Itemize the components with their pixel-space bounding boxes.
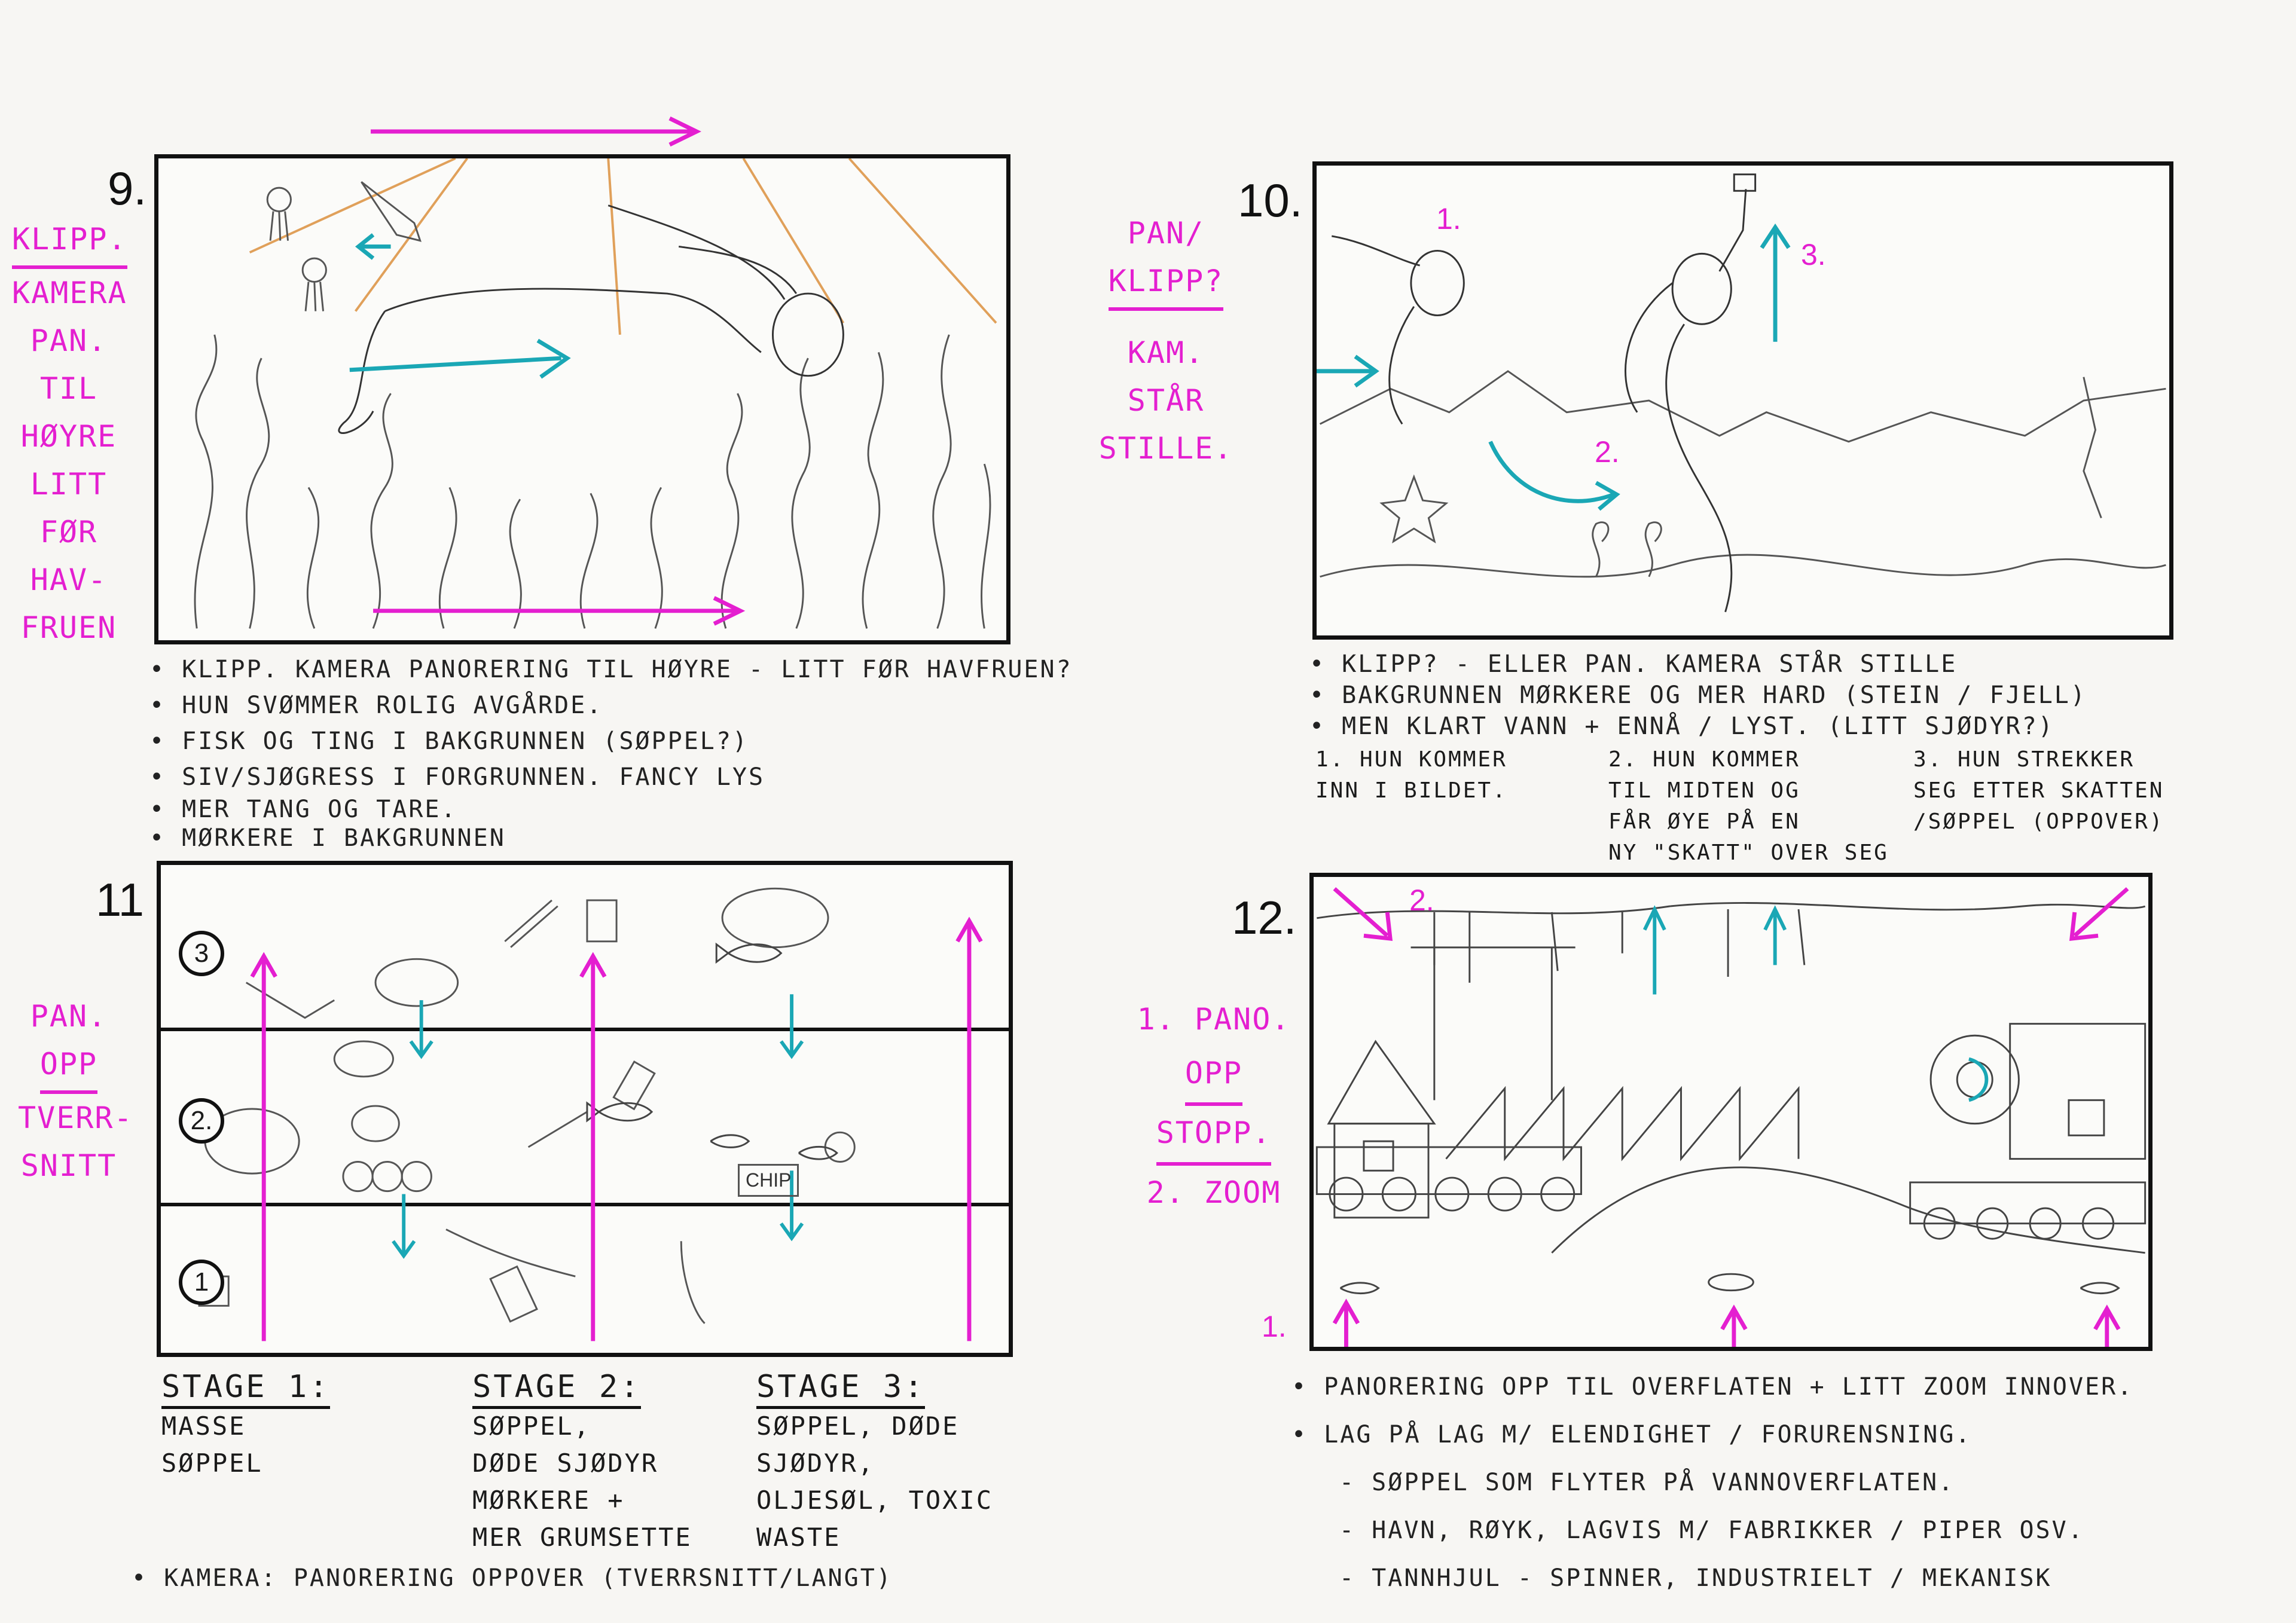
side-note-line: PAN. [30,323,108,358]
stage-divider [161,1028,1009,1031]
note-line: • BAKGRUNNEN MØRKERE OG MER HARD (STEIN … [1309,681,2087,709]
panel-12-notes: • PANORERING OPP TIL OVERFLATEN + LITT Z… [1292,1363,2133,1602]
side-note-line: FRUEN [20,610,117,645]
side-note-line: PAN. [30,999,108,1034]
panel-12-callout-1: 1. [1262,1310,1287,1343]
side-note-line: SNITT [20,1148,117,1183]
panel-10-step-2: 2. HUN KOMMER TIL MIDTEN OG FÅR ØYE PÅ E… [1608,747,1889,865]
note-line: • KLIPP. KAMERA PANORERING TIL HØYRE - L… [149,656,1073,683]
stage-1-body: MASSE SØPPEL [161,1411,263,1478]
chip-bag-label: CHIP [738,1164,799,1197]
panel-9-number: 9. [108,162,147,215]
stage-3-body: SØPPEL, DØDE SJØDYR, OLJESØL, TOXIC WAST… [756,1411,994,1552]
stage-2-body: SØPPEL, DØDE SJØDYR MØRKERE + MER GRUMSE… [472,1411,692,1552]
side-note-klipp: KLIPP. [12,215,127,269]
cross-section-trash-sketch [198,887,983,1341]
note-line: - HAVN, RØYK, LAGVIS M/ FABRIKKER / PIPE… [1339,1517,2084,1544]
stage-3-badge: 3 [179,931,224,976]
side-note-line: OPP [1184,1046,1243,1106]
side-note-line: TVERR- [18,1101,133,1135]
side-note-line: TIL [39,371,98,406]
side-note-line: HAV- [30,563,108,597]
panel-11-side-notes: PAN. OPP TVERR- SNITT [18,992,133,1190]
mermaid-reaching-sketch [1317,173,2166,613]
side-note-line: HØYRE [20,419,117,454]
note-line: • KLIPP? - ELLER PAN. KAMERA STÅR STILLE [1309,650,1958,678]
note-line: - TANNHJUL - SPINNER, INDUSTRIELT / MEKA… [1339,1564,2052,1592]
side-note-line: 1. PANO. [1137,1002,1291,1037]
stage-1-badge: 1 [179,1260,224,1305]
panel-10-notes: • KLIPP? - ELLER PAN. KAMERA STÅR STILLE… [1309,649,2087,742]
note-line: • FISK OG TING I BAKGRUNNEN (SØPPEL?) [149,728,749,755]
mermaid-seaweed-sketch [194,158,997,629]
side-note-line: KAM. [1127,335,1205,370]
note-line: • MØRKERE I BAKGRUNNEN [149,824,506,852]
panel-12-frame: 2. [1309,873,2152,1351]
side-note-line: LITT [30,467,108,502]
stage-divider [161,1203,1009,1206]
panel-10-number: 10. [1238,174,1303,227]
note-line: • PANORERING OPP TIL OVERFLATEN + LITT Z… [1292,1373,2134,1401]
stage-3-title: STAGE 3: [756,1369,926,1409]
panel-10-step-1: 1. HUN KOMMER INN I BILDET. [1315,747,1507,803]
side-note-line: OPP [39,1040,98,1094]
note-line: - SØPPEL SOM FLYTER PÅ VANNOVERFLATEN. [1339,1469,1955,1496]
stage-2-title: STAGE 2: [472,1369,642,1409]
side-note-line: STÅR [1127,383,1205,418]
side-note-line: KLIPP? [1108,257,1224,311]
stage-1-title: STAGE 1: [161,1369,331,1409]
panel-10-callout-1: 1. [1436,202,1461,236]
harbor-factory-sketch [1315,887,2147,1347]
note-line: • LAG PÅ LAG M/ ELENDIGHET / FORURENSNIN… [1292,1421,1972,1448]
panel-11-frame: CHIP 3 2. 1 [157,861,1013,1357]
side-note-line: PAN/ [1127,216,1205,250]
panel-10-callout-2: 2. [1595,435,1620,469]
panel-10-step-3: 3. HUN STREKKER SEG ETTER SKATTEN /SØPPE… [1913,747,2164,834]
panel-10-frame: 1. 2. 3. [1312,161,2173,640]
panel-12-side-notes: 1. PANO. OPP STOPP. 2. ZOOM [1136,992,1292,1219]
panel-9-notes: • KLIPP. KAMERA PANORERING TIL HØYRE - L… [149,652,1073,852]
pan-arrow-top [371,116,701,147]
note-line: • SIV/SJØGRESS I FORGRUNNEN. FANCY LYS [149,763,765,791]
side-note-line: 2. ZOOM [1146,1175,1281,1210]
panel-11-number: 11 [96,873,144,926]
note-line: • HUN SVØMMER ROLIG AVGÅRDE. [149,692,603,719]
stage-2-badge: 2. [179,1098,224,1144]
panel-9-frame [154,154,1010,644]
note-line: • MEN KLART VANN + ENNÅ / LYST. (LITT SJ… [1309,713,2054,740]
side-note-line: STOPP. [1156,1106,1272,1166]
panel-10-callout-3: 3. [1801,238,1826,271]
side-note-line: FØR [39,515,98,549]
side-note-line: KAMERA [12,276,127,310]
panel-12-callout-2: 2. [1409,884,1434,917]
panel-10-side-notes: PAN/ KLIPP? KAM. STÅR STILLE. [1094,209,1238,472]
panel-11-camera-note: • KAMERA: PANORERING OPPOVER (TVERRSNITT… [132,1564,893,1592]
note-line: • MER TANG OG TARE. [149,796,457,823]
panel-12-number: 12. [1232,891,1297,944]
panel-9-side-notes: KLIPP. KAMERA PAN. TIL HØYRE LITT FØR HA… [12,215,127,652]
side-note-line: STILLE. [1098,431,1234,466]
